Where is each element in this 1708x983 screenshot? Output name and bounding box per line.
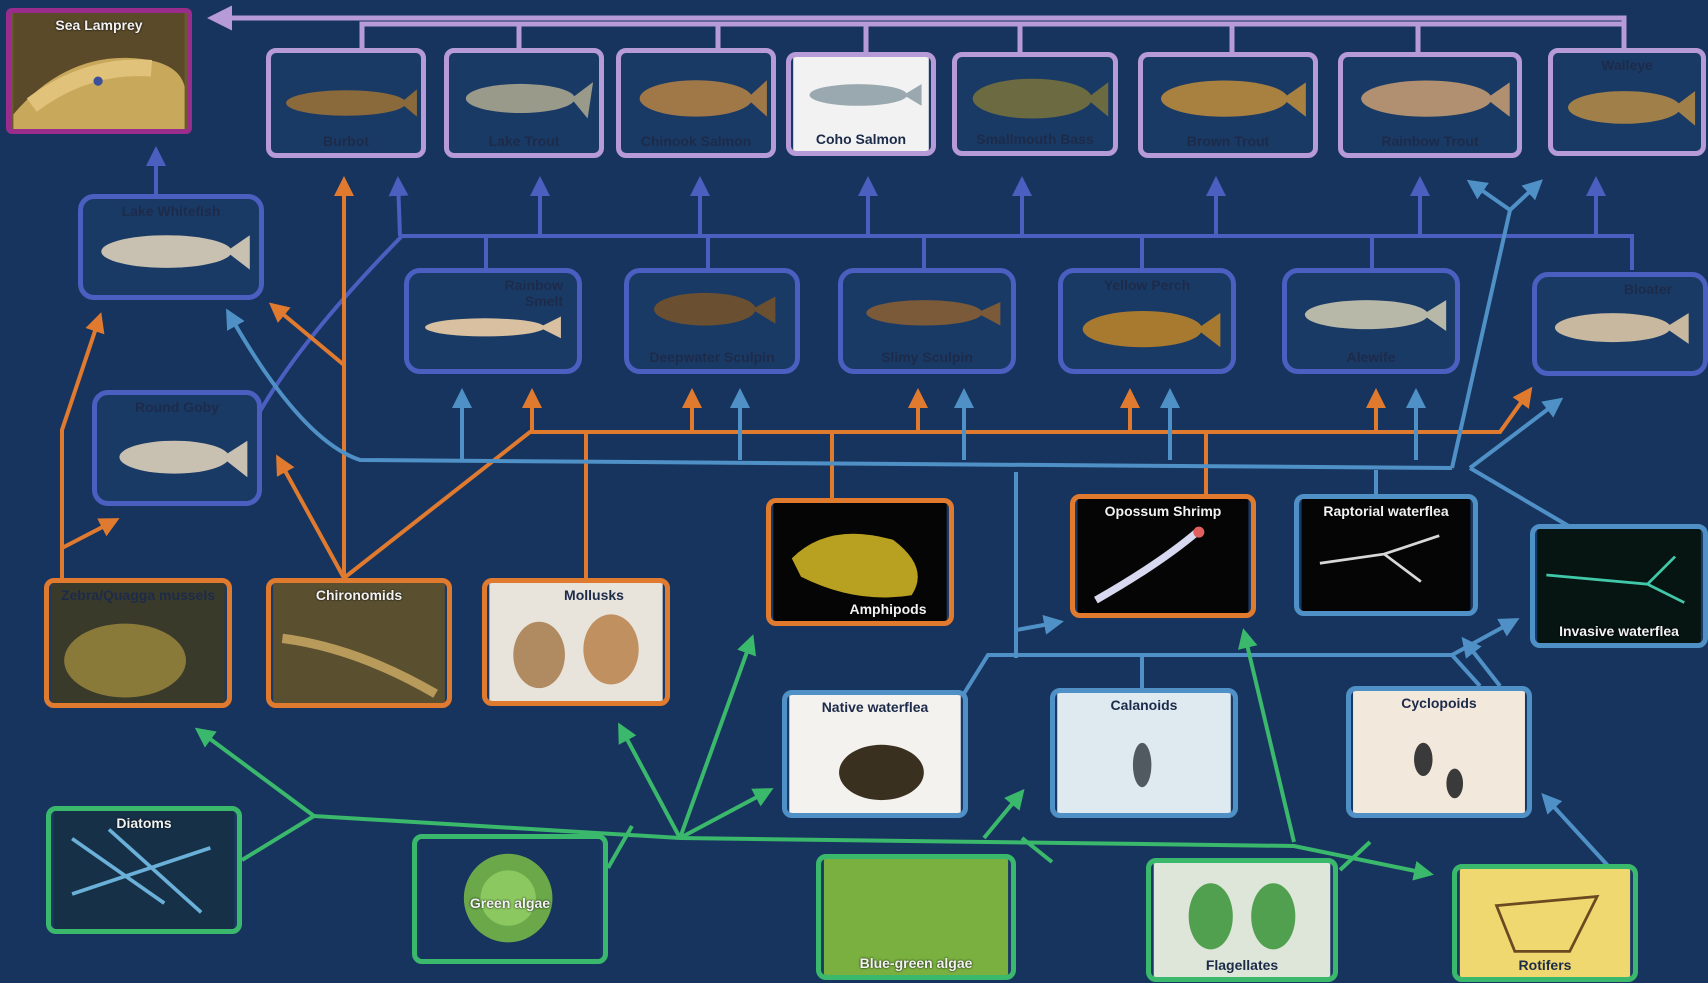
node-calanoids[interactable]: Calanoids: [1050, 688, 1238, 818]
label-flagellates: Flagellates: [1155, 957, 1329, 973]
node-walleye[interactable]: Walleye: [1548, 48, 1706, 156]
node-amphipods[interactable]: Amphipods: [766, 498, 954, 626]
label-rotifers: Rotifers: [1461, 957, 1629, 973]
node-lake-trout[interactable]: Lake Trout: [444, 48, 604, 158]
node-deepwater-sculpin[interactable]: Deepwater Sculpin: [624, 268, 800, 374]
label-deepwater-sculpin: Deepwater Sculpin: [633, 349, 791, 365]
label-alewife: Alewife: [1291, 349, 1451, 365]
node-coho-salmon[interactable]: Coho Salmon: [786, 52, 936, 156]
node-rotifers[interactable]: Rotifers: [1452, 864, 1638, 982]
node-diatoms[interactable]: Diatoms: [46, 806, 242, 934]
node-green-algae[interactable]: Green algae: [412, 834, 608, 964]
label-smallmouth-bass: Smallmouth Bass: [961, 131, 1109, 147]
label-walleye: Walleye: [1557, 57, 1697, 73]
node-brown-trout[interactable]: Brown Trout: [1138, 52, 1318, 158]
node-zebra-quagga-mussels[interactable]: Zebra/Quagga mussels: [44, 578, 232, 708]
node-chinook-salmon[interactable]: Chinook Salmon: [616, 48, 776, 158]
node-alewife[interactable]: Alewife: [1282, 268, 1460, 374]
label-brown-trout: Brown Trout: [1147, 133, 1309, 149]
node-sea-lamprey[interactable]: Sea Lamprey: [6, 8, 192, 134]
label-chinook-salmon: Chinook Salmon: [625, 133, 767, 149]
label-invasive-waterflea: Invasive waterflea: [1539, 623, 1699, 639]
label-chironomids: Chironomids: [275, 587, 443, 603]
label-rainbow-trout: Rainbow Trout: [1347, 133, 1513, 149]
label-raptorial-waterflea: Raptorial waterflea: [1303, 503, 1469, 519]
node-lake-whitefish[interactable]: Lake Whitefish: [78, 194, 264, 300]
node-mollusks[interactable]: Mollusks: [482, 578, 670, 706]
label-cyclopoids: Cyclopoids: [1355, 695, 1523, 711]
label-sea-lamprey: Sea Lamprey: [15, 17, 183, 33]
label-mollusks: Mollusks: [527, 587, 661, 603]
label-calanoids: Calanoids: [1059, 697, 1229, 713]
label-zebra-quagga: Zebra/Quagga mussels: [53, 587, 223, 603]
node-round-goby[interactable]: Round Goby: [92, 390, 262, 506]
label-coho-salmon: Coho Salmon: [795, 131, 927, 147]
node-smallmouth-bass[interactable]: Smallmouth Bass: [952, 52, 1118, 156]
predator-to-lamprey-links: [212, 18, 1624, 52]
node-opossum-shrimp[interactable]: Opossum Shrimp: [1070, 494, 1256, 618]
label-rainbow-smelt: Rainbow Smelt: [479, 277, 563, 309]
node-rainbow-smelt[interactable]: Rainbow Smelt: [404, 268, 582, 374]
label-yellow-perch: Yellow Perch: [1067, 277, 1227, 293]
node-blue-green-algae[interactable]: Blue-green algae: [816, 854, 1016, 980]
node-yellow-perch[interactable]: Yellow Perch: [1058, 268, 1236, 374]
node-burbot[interactable]: Burbot: [266, 48, 426, 158]
node-flagellates[interactable]: Flagellates: [1146, 858, 1338, 982]
node-native-waterflea[interactable]: Native waterflea: [782, 690, 968, 818]
node-slimy-sculpin[interactable]: Slimy Sculpin: [838, 268, 1016, 374]
label-green-algae: Green algae: [421, 895, 599, 911]
label-opossum-shrimp: Opossum Shrimp: [1079, 503, 1247, 519]
node-raptorial-waterflea[interactable]: Raptorial waterflea: [1294, 494, 1478, 616]
label-burbot: Burbot: [275, 133, 417, 149]
label-lake-whitefish: Lake Whitefish: [87, 203, 255, 219]
label-lake-trout: Lake Trout: [453, 133, 595, 149]
label-blue-green-algae: Blue-green algae: [825, 955, 1007, 971]
label-diatoms: Diatoms: [55, 815, 233, 831]
label-amphipods: Amphipods: [831, 601, 945, 617]
node-cyclopoids[interactable]: Cyclopoids: [1346, 686, 1532, 818]
label-round-goby: Round Goby: [101, 399, 253, 415]
label-native-waterflea: Native waterflea: [791, 699, 959, 715]
node-rainbow-trout[interactable]: Rainbow Trout: [1338, 52, 1522, 158]
node-chironomids[interactable]: Chironomids: [266, 578, 452, 708]
label-bloater: Bloater: [1597, 281, 1699, 297]
node-bloater[interactable]: Bloater: [1532, 272, 1708, 376]
label-slimy-sculpin: Slimy Sculpin: [847, 349, 1007, 365]
node-invasive-waterflea[interactable]: Invasive waterflea: [1530, 524, 1708, 648]
